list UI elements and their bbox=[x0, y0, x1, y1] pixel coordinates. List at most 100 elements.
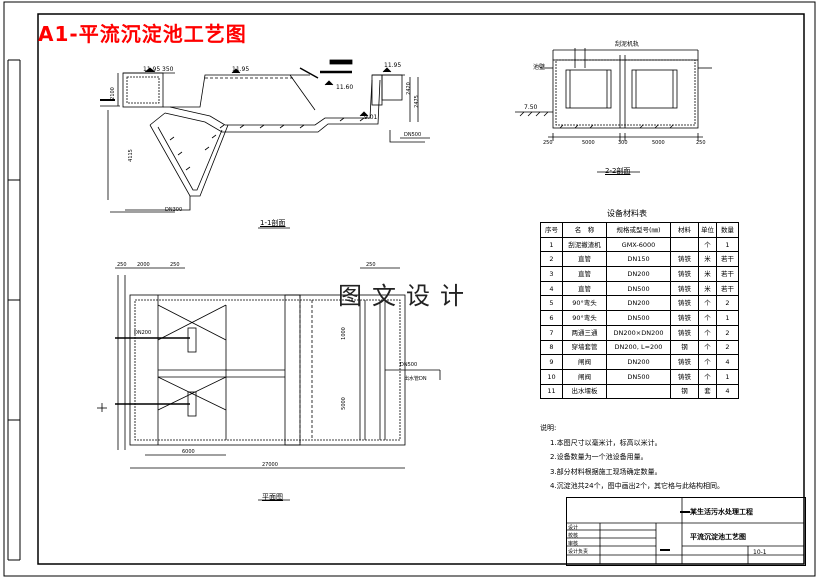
elev-label: 9.01 bbox=[364, 114, 378, 121]
dim-label: 300 bbox=[618, 140, 628, 146]
bom-cell: DN500 bbox=[606, 368, 671, 385]
bom-cell: DN150 bbox=[606, 251, 671, 268]
bom-cell: DN500 bbox=[606, 310, 671, 326]
pipe-label: DN500 bbox=[400, 362, 418, 368]
drawing-name: 平流沉淀池工艺图 bbox=[690, 533, 746, 541]
elev-label: 11.95 bbox=[232, 66, 250, 73]
bom-header-cell: 名 称 bbox=[562, 222, 607, 238]
bom-cell: 直管 bbox=[562, 280, 607, 297]
drawing-title: A1-平流沉淀池工艺图 bbox=[38, 22, 247, 46]
elev-label: 11.60 bbox=[336, 84, 354, 91]
bom-header-cell: 材料 bbox=[670, 222, 699, 238]
pipe-label: DN300 bbox=[165, 207, 183, 213]
bom-cell: 闸阀 bbox=[562, 368, 607, 385]
bom-cell: 个 bbox=[698, 324, 717, 341]
bom-cell: 米 bbox=[698, 251, 717, 268]
bom-cell: 90°弯头 bbox=[562, 310, 607, 326]
dim-label: 1000 bbox=[340, 327, 347, 340]
bom-cell: 钢 bbox=[670, 383, 699, 400]
bom-cell: 8 bbox=[540, 339, 563, 356]
title-block-row-label: 审核 bbox=[568, 541, 579, 547]
bom-header-cell: 序号 bbox=[540, 222, 563, 238]
bom-cell: 10 bbox=[540, 368, 563, 385]
wall-label: 池壁 bbox=[533, 64, 546, 71]
pipe-label: DN200 bbox=[134, 330, 152, 336]
bom-cell: 米 bbox=[698, 280, 717, 297]
bom-cell: 铸铁 bbox=[670, 295, 699, 312]
bom-cell: 90°弯头 bbox=[562, 295, 607, 312]
bom-cell: 个 bbox=[698, 354, 717, 370]
dim-label: 250 bbox=[117, 262, 127, 268]
bom-cell: 2 bbox=[716, 339, 739, 356]
title-block-row-label: 设计负责 bbox=[568, 549, 589, 555]
plan-view bbox=[97, 267, 441, 501]
note-line: 1.本图尺寸以毫米计，标高以米计。 bbox=[550, 438, 662, 447]
bom-cell: DN500 bbox=[606, 280, 671, 297]
bom-cell: 4 bbox=[716, 354, 739, 370]
project-name: 某生活污水处理工程 bbox=[690, 508, 753, 516]
bom-header-cell: 规格或型号(㎜) bbox=[606, 222, 671, 238]
dim-label: 2475 bbox=[413, 95, 420, 108]
bom-cell bbox=[606, 383, 671, 400]
bom-header-row: 序号 名 称 规格或型号(㎜) 材料 单位 数量 bbox=[540, 222, 739, 238]
bom-cell: 穿墙套管 bbox=[562, 339, 607, 356]
dim-label: 2000 bbox=[137, 262, 150, 268]
bom-cell: 铸铁 bbox=[670, 310, 699, 326]
title-block-lines bbox=[566, 497, 804, 564]
bom-cell: 若干 bbox=[716, 251, 739, 268]
bom-cell: 2 bbox=[716, 295, 739, 312]
bom-cell: 9 bbox=[540, 354, 563, 370]
bom-cell: DN200 bbox=[606, 354, 671, 370]
bom-cell: 7 bbox=[540, 324, 563, 341]
bom-cell: 铸铁 bbox=[670, 368, 699, 385]
machine-note: 刮泥机轨 bbox=[615, 41, 640, 48]
dim-label: 5000 bbox=[582, 140, 595, 146]
bom-cell: 若干 bbox=[716, 266, 739, 282]
bom-cell bbox=[670, 236, 699, 253]
bom-cell: DN200×DN200 bbox=[606, 324, 671, 341]
bom-header-cell: 单位 bbox=[698, 222, 717, 238]
bom-cell: 1 bbox=[716, 236, 739, 253]
title-block-row-label: 校核 bbox=[568, 533, 579, 539]
dim-label: 5000 bbox=[652, 140, 665, 146]
bom-cell: 个 bbox=[698, 310, 717, 326]
bom-cell: 2 bbox=[540, 251, 563, 268]
bom-cell: 2 bbox=[716, 324, 739, 341]
dim-label: 5000 bbox=[340, 397, 347, 410]
elev-label: 11.95 bbox=[384, 62, 402, 69]
note-line: 2.设备数量为一个池设备用量。 bbox=[550, 453, 648, 461]
bom-cell: GMX-6000 bbox=[606, 236, 671, 253]
dim-label: 6000 bbox=[182, 449, 195, 455]
drawing-number: 10-1 bbox=[753, 549, 767, 556]
dim-label: 350 bbox=[162, 66, 174, 73]
bom-cell: 5 bbox=[540, 295, 563, 312]
view-title-section-2: 2-2剖面 bbox=[605, 167, 631, 175]
bom-cell: 铸铁 bbox=[670, 251, 699, 268]
title-block-row-label: 设计 bbox=[568, 525, 579, 531]
dim-label: 27000 bbox=[262, 462, 278, 468]
bom-cell: 4 bbox=[716, 383, 739, 400]
bom-cell: 3 bbox=[540, 266, 563, 282]
bom-cell: 铸铁 bbox=[670, 354, 699, 370]
bom-cell: 1 bbox=[716, 310, 739, 326]
bom-cell: 铸铁 bbox=[670, 280, 699, 297]
bom-cell: DN200 bbox=[606, 295, 671, 312]
bom-cell: 直管 bbox=[562, 266, 607, 282]
bom-cell: 11 bbox=[540, 383, 563, 400]
note-line: 4.沉淀池共24个，图中画出2个，其它格与此结构相同。 bbox=[550, 482, 725, 490]
bom-cell: 若干 bbox=[716, 280, 739, 297]
notes-heading: 说明: bbox=[540, 424, 557, 432]
outlet-note: 出水管DN bbox=[404, 376, 427, 382]
bom-cell: 个 bbox=[698, 236, 717, 253]
bom-cell: 个 bbox=[698, 295, 717, 312]
